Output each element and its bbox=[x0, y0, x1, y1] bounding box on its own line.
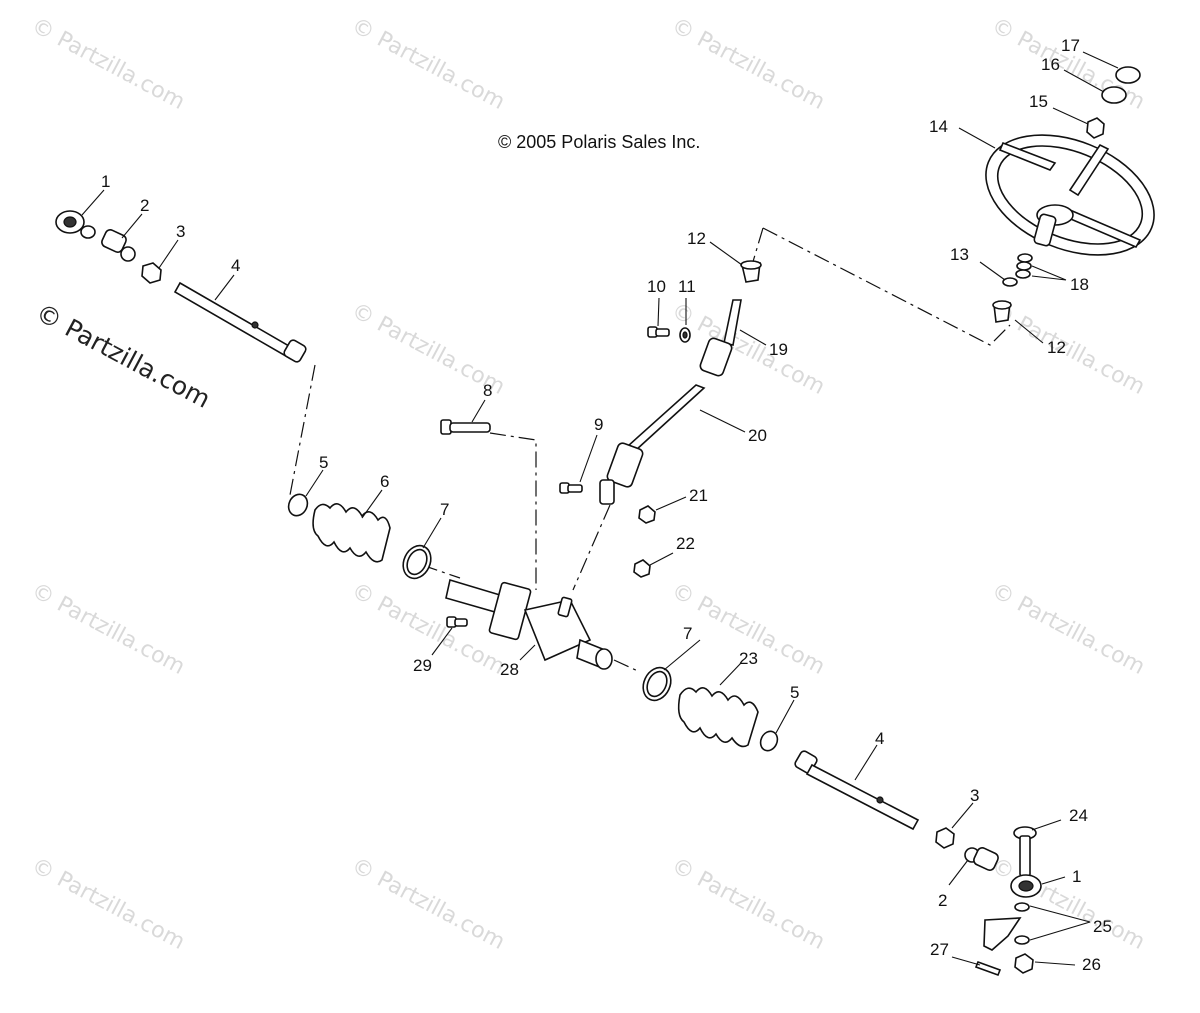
ball-joint-part bbox=[101, 229, 136, 262]
bolt-part bbox=[647, 326, 670, 338]
leader-lines bbox=[81, 51, 1119, 966]
watermark-dark: © Partzilla.com bbox=[31, 298, 215, 414]
callout-4: 4 bbox=[231, 256, 240, 275]
alignment-line bbox=[751, 227, 764, 266]
alignment-line bbox=[289, 364, 316, 496]
callout-29: 29 bbox=[413, 656, 432, 675]
watermark: © Partzilla.com bbox=[27, 578, 189, 680]
callout-8: 8 bbox=[483, 381, 492, 400]
steering-shaft-part bbox=[599, 299, 742, 505]
bolt-part bbox=[446, 616, 468, 628]
callout-23: 23 bbox=[739, 649, 758, 668]
callout-15: 15 bbox=[1029, 92, 1048, 111]
jam-nut-part bbox=[141, 262, 162, 284]
callout-2: 2 bbox=[938, 891, 947, 910]
watermark: © Partzilla.com bbox=[347, 13, 509, 115]
callout-12: 12 bbox=[1047, 338, 1066, 357]
ball-joint-part bbox=[964, 847, 999, 871]
steering-wheel-part bbox=[985, 134, 1155, 256]
rack-boot-part bbox=[677, 687, 759, 748]
watermark: © Partzilla.com bbox=[987, 578, 1149, 680]
clamp-ring-part bbox=[759, 730, 779, 752]
ring-part bbox=[1115, 66, 1141, 84]
callout-1: 1 bbox=[1072, 867, 1081, 886]
callout-22: 22 bbox=[676, 534, 695, 553]
rack-boot-part bbox=[312, 503, 391, 563]
spindle-arm-part bbox=[983, 902, 1030, 951]
callout-5: 5 bbox=[319, 453, 328, 472]
callout-11: 11 bbox=[678, 277, 696, 296]
callout-18: 18 bbox=[1070, 275, 1089, 294]
callout-21: 21 bbox=[689, 486, 708, 505]
callout-2: 2 bbox=[140, 196, 149, 215]
callout-3: 3 bbox=[176, 222, 185, 241]
bushing-part bbox=[740, 260, 762, 283]
callout-3: 3 bbox=[970, 786, 979, 805]
watermark: © Partzilla.com bbox=[27, 13, 189, 115]
callout-9: 9 bbox=[594, 415, 603, 434]
clamp-ring-part bbox=[287, 493, 309, 517]
bolt-part bbox=[559, 482, 583, 494]
large-clamp-part bbox=[402, 544, 432, 580]
callout-4: 4 bbox=[875, 729, 884, 748]
callout-28: 28 bbox=[500, 660, 519, 679]
nut-part bbox=[1086, 117, 1105, 139]
callout-7: 7 bbox=[440, 500, 449, 519]
callout-26: 26 bbox=[1082, 955, 1101, 974]
callout-17: 17 bbox=[1061, 36, 1080, 55]
watermark: © Partzilla.com bbox=[667, 298, 829, 400]
alignment-line bbox=[489, 432, 537, 590]
tie-rod-end-part bbox=[1010, 874, 1042, 898]
callout-19: 19 bbox=[769, 340, 788, 359]
long-bolt-part bbox=[440, 419, 491, 435]
copyright-text: © 2005 Polaris Sales Inc. bbox=[498, 132, 700, 152]
watermark: © Partzilla.com bbox=[987, 298, 1149, 400]
callout-14: 14 bbox=[929, 117, 948, 136]
nut-part bbox=[1014, 953, 1034, 974]
large-clamp-part bbox=[642, 666, 672, 702]
callout-27: 27 bbox=[930, 940, 949, 959]
watermark: © Partzilla.com bbox=[667, 13, 829, 115]
callout-5: 5 bbox=[790, 683, 799, 702]
callout-16: 16 bbox=[1041, 55, 1060, 74]
tie-rod-end-part bbox=[55, 210, 96, 239]
watermarks: © Partzilla.com © Partzilla.com © Partzi… bbox=[27, 13, 1149, 955]
callout-13: 13 bbox=[950, 245, 969, 264]
washer-part bbox=[679, 327, 691, 343]
jam-nut-part bbox=[935, 827, 955, 849]
callout-25: 25 bbox=[1093, 917, 1112, 936]
watermark: © Partzilla.com bbox=[27, 853, 189, 955]
inner-tie-rod-part bbox=[794, 750, 920, 831]
steering-rack-part bbox=[445, 578, 613, 670]
callout-6: 6 bbox=[380, 472, 389, 491]
callout-1: 1 bbox=[101, 172, 110, 191]
alignment-line bbox=[572, 504, 611, 591]
alignment-line bbox=[613, 659, 641, 673]
nut-part bbox=[638, 505, 656, 524]
cotter-pin-part bbox=[974, 960, 1002, 977]
callout-7: 7 bbox=[683, 624, 692, 643]
watermark: © Partzilla.com bbox=[987, 853, 1149, 955]
callout-12: 12 bbox=[687, 229, 706, 248]
alignment-line bbox=[762, 227, 1011, 346]
watermark: © Partzilla.com bbox=[347, 853, 509, 955]
callouts: 1 2 3 4 5 6 7 8 9 10 11 12 12 13 14 15 1… bbox=[101, 36, 1112, 974]
bushing-part bbox=[992, 300, 1012, 323]
cap-part bbox=[1101, 86, 1127, 104]
callout-24: 24 bbox=[1069, 806, 1088, 825]
callout-20: 20 bbox=[748, 426, 767, 445]
inner-tie-rod-part bbox=[173, 281, 307, 363]
washer-stack-part bbox=[1002, 253, 1033, 287]
watermark: © Partzilla.com bbox=[667, 853, 829, 955]
callout-10: 10 bbox=[647, 277, 666, 296]
nut-part bbox=[633, 559, 651, 578]
